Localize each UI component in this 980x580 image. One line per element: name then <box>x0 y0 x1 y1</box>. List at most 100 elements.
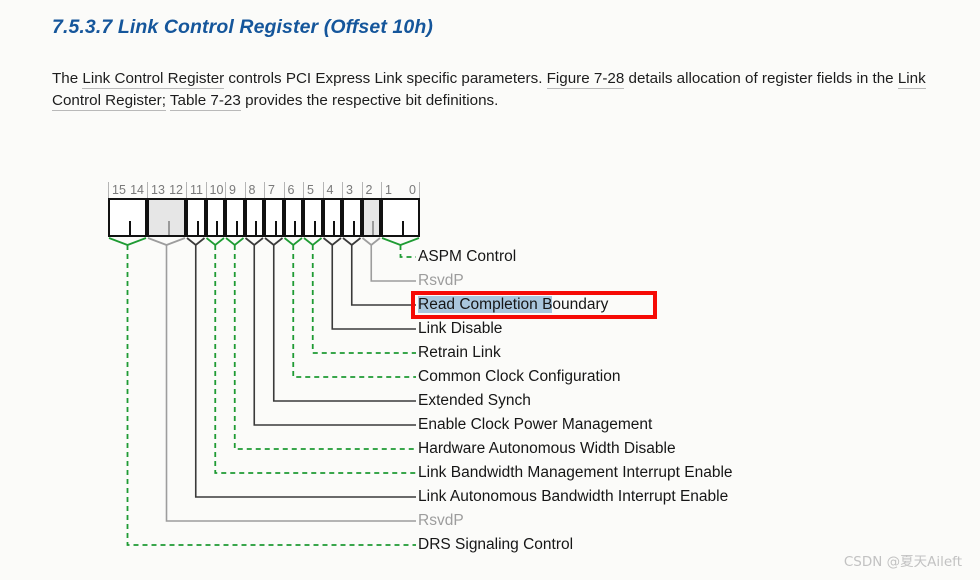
bit-number: 6 <box>287 183 295 197</box>
intro-paragraph: The Link Control Register controls PCI E… <box>52 68 932 112</box>
bit-number: 1 <box>385 183 392 197</box>
bit-cell-tick <box>235 221 238 235</box>
bit-number: 8 <box>248 183 256 197</box>
register-bit-cell <box>186 198 206 237</box>
bit-number: 14 <box>130 183 144 197</box>
field-label[interactable]: Common Clock Configuration <box>418 368 621 385</box>
bit-chevron <box>186 237 206 247</box>
field-leader-line <box>253 245 416 426</box>
field-leader-line <box>399 245 416 258</box>
bit-cell-tick <box>128 221 131 235</box>
watermark: CSDN @夏天Aileft <box>843 554 962 570</box>
field-label[interactable]: Link Bandwidth Management Interrupt Enab… <box>418 464 733 481</box>
bit-chevron <box>225 237 245 247</box>
register-bit-boxes <box>108 198 420 237</box>
selection-rectangle <box>411 291 657 319</box>
bit-cell-tick <box>255 221 258 235</box>
bit-chevron <box>342 237 362 247</box>
register-bit-cell <box>147 198 186 237</box>
bit-number: 13 <box>151 183 165 197</box>
bit-chevron <box>108 237 147 246</box>
paragraph-text-3: details allocation of register fields in… <box>624 70 898 87</box>
field-label[interactable]: Hardware Autonomous Width Disable <box>418 440 676 457</box>
bit-cell-tick <box>216 221 219 235</box>
field-leader-line <box>350 245 416 306</box>
bit-number-cell: 8 <box>244 182 265 198</box>
bit-number: 7 <box>268 183 275 197</box>
bit-number: 3 <box>346 183 353 197</box>
field-leader-line <box>214 245 416 474</box>
field-leader-line <box>194 245 416 498</box>
bit-number: 5 <box>307 183 314 197</box>
bit-chevron <box>322 237 342 247</box>
register-bit-cell <box>361 198 381 237</box>
field-label[interactable]: Retrain Link <box>418 344 501 361</box>
field-label[interactable]: DRS Signaling Control <box>418 536 574 553</box>
cross-ref-table-7-23[interactable]: Table 7-23 <box>169 92 241 111</box>
bit-cell-tick <box>333 221 336 235</box>
register-bit-cell <box>108 198 147 237</box>
register-bit-cell <box>303 198 323 237</box>
register-bit-cell <box>264 198 284 237</box>
field-label[interactable]: RsvdP <box>418 272 464 289</box>
field-leader-line <box>331 245 416 330</box>
bit-number: 2 <box>365 183 373 197</box>
bit-cell-tick <box>294 221 297 235</box>
register-bit-cell <box>205 198 225 237</box>
cross-ref-link-control-register[interactable]: Link Control Register <box>82 70 225 89</box>
bit-cell-tick <box>372 221 375 235</box>
bit-cell-tick <box>196 221 199 235</box>
bit-chevron <box>381 237 420 246</box>
bit-chevron <box>205 237 225 247</box>
field-label[interactable]: Read Completion Boundary <box>418 296 608 314</box>
register-bit-cell <box>244 198 264 237</box>
register-bit-cell <box>322 198 342 237</box>
field-label[interactable]: Enable Clock Power Management <box>418 416 653 433</box>
field-leader-line <box>165 245 416 522</box>
bit-number-cell: 4 <box>322 182 343 198</box>
bit-number-cell: 5 <box>303 182 323 198</box>
bit-number: 11 <box>190 183 203 197</box>
cross-ref-figure-7-28[interactable]: Figure 7-28 <box>546 70 625 89</box>
bit-cell-tick <box>313 221 316 235</box>
bit-chevron <box>361 237 381 247</box>
bit-cell-tick <box>274 221 277 235</box>
field-label-text: oundary <box>552 296 609 313</box>
field-label[interactable]: Link Autonomous Bandwidth Interrupt Enab… <box>418 488 729 505</box>
paragraph-text-1: The <box>52 70 83 87</box>
field-label[interactable]: RsvdP <box>418 512 464 529</box>
selected-text: Read Completion B <box>418 296 553 313</box>
paragraph-text-5: provides the respective bit definitions. <box>240 92 499 109</box>
field-label[interactable]: ASPM Control <box>418 248 517 265</box>
field-label[interactable]: Link Disable <box>418 320 503 337</box>
field-leader-line <box>370 245 416 282</box>
bit-number-cell: 7 <box>264 182 284 198</box>
bit-number: 4 <box>326 183 334 197</box>
paragraph-text-2: controls PCI Express Link specific param… <box>224 70 547 87</box>
field-label[interactable]: Extended Synch <box>418 392 531 409</box>
bit-chevron <box>303 237 323 247</box>
bit-chevron <box>147 237 186 246</box>
bit-number-cell: 6 <box>283 182 304 198</box>
bit-chevron <box>283 237 303 247</box>
bit-cell-tick <box>401 221 404 235</box>
bit-number-cell: 2 <box>361 182 382 198</box>
bit-number: 15 <box>112 183 126 197</box>
bit-number: 9 <box>229 183 236 197</box>
cross-ref-link-control-register-2[interactable]: Link Control Register; <box>52 70 926 111</box>
field-leader-line <box>126 245 416 546</box>
bit-cell-tick <box>352 221 355 235</box>
field-leader-line <box>233 245 416 450</box>
register-bit-cell <box>342 198 362 237</box>
bit-number-cell: 9 <box>225 182 245 198</box>
bit-number-cell: 3 <box>342 182 362 198</box>
bit-number: 10 <box>209 183 224 197</box>
bit-cell-tick <box>167 221 170 235</box>
